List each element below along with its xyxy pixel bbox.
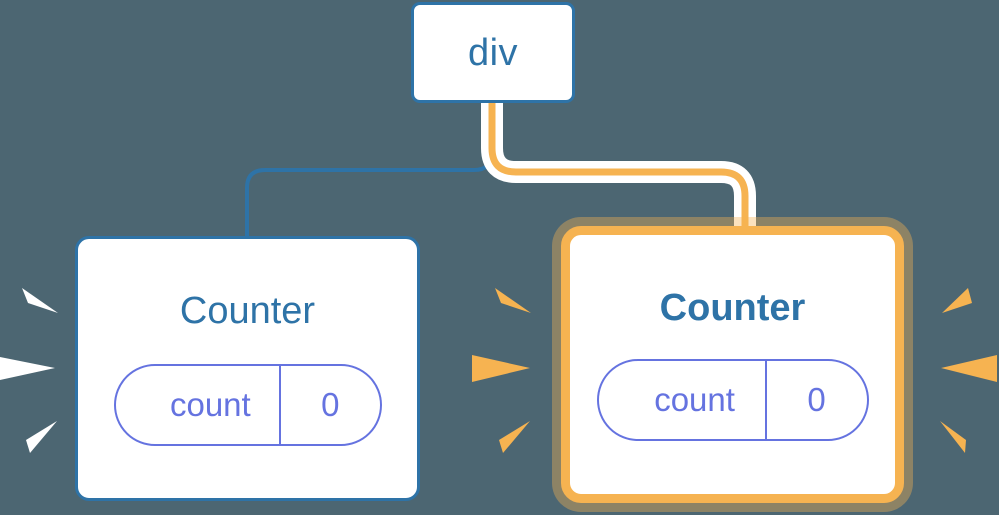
node-div[interactable]: div [411,2,575,103]
burst-wedge-lower [499,421,530,453]
edge-div-to-counter-right [488,103,749,238]
node-counter-right[interactable]: Counter count 0 [561,226,904,503]
burst-wedge-upper [22,288,58,313]
node-counter-right-label: Counter [659,286,806,329]
prop-pill-counter-left: count 0 [113,363,382,446]
burst-wedge-upper [942,288,972,313]
prop-pill-counter-right: count 0 [596,358,869,441]
burst-wedge-upper [495,288,531,313]
prop-value: 0 [764,360,867,439]
burst-wedge-middle [0,357,55,380]
prop-value: 0 [279,365,379,444]
burst-counter-right-left [472,288,531,453]
burst-wedge-middle [941,355,997,382]
burst-counter-left [0,288,58,453]
burst-wedge-lower [26,421,57,453]
node-counter-left[interactable]: Counter count 0 [75,236,420,501]
node-div-label: div [467,31,519,74]
burst-wedge-lower [940,421,966,453]
prop-key: count [169,385,251,423]
node-counter-left-label: Counter [179,289,316,332]
burst-wedge-middle [472,355,530,382]
burst-counter-right-right [940,288,997,453]
prop-key: count [654,380,735,418]
